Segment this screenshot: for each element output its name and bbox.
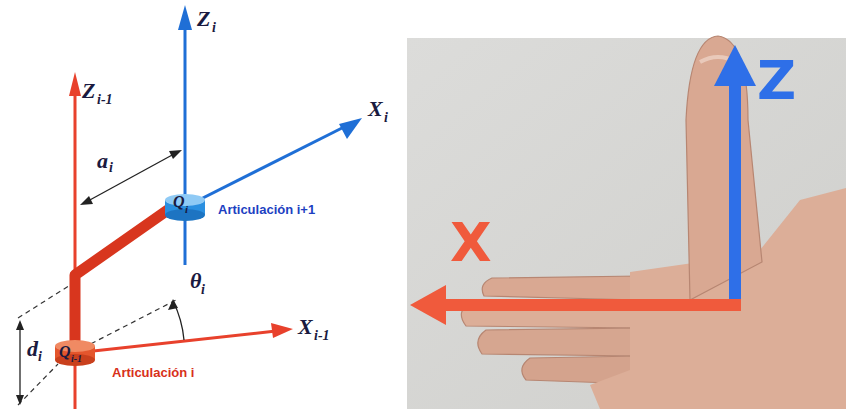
- axis-label: Z: [82, 80, 95, 102]
- axis-label: X: [298, 316, 313, 338]
- axis-label: X: [368, 98, 383, 120]
- hand-axis-label: Z: [757, 54, 796, 108]
- axis-subscript: i-1: [97, 93, 113, 107]
- axis-subscript: i: [212, 21, 216, 35]
- dimension-label: d: [27, 338, 38, 360]
- axis-label: Z: [197, 8, 210, 30]
- joint-name: Articulación i: [112, 366, 194, 379]
- dimension-label: a: [97, 150, 108, 172]
- angle-subscript: i: [201, 283, 205, 297]
- joint-label: Q: [173, 194, 185, 210]
- dimension-subscript: i: [38, 350, 42, 364]
- dimension-subscript: i: [109, 161, 113, 175]
- joint-subscript: i-1: [71, 354, 82, 364]
- axis-subscript: i: [384, 111, 388, 125]
- joint-name: Articulación i+1: [218, 203, 315, 216]
- joint-subscript: i: [185, 204, 188, 215]
- joint-label: Q: [59, 344, 71, 360]
- axis-subscript: i-1: [314, 329, 330, 343]
- hand-axis-label: X: [450, 216, 492, 270]
- angle-label: θ: [190, 270, 201, 292]
